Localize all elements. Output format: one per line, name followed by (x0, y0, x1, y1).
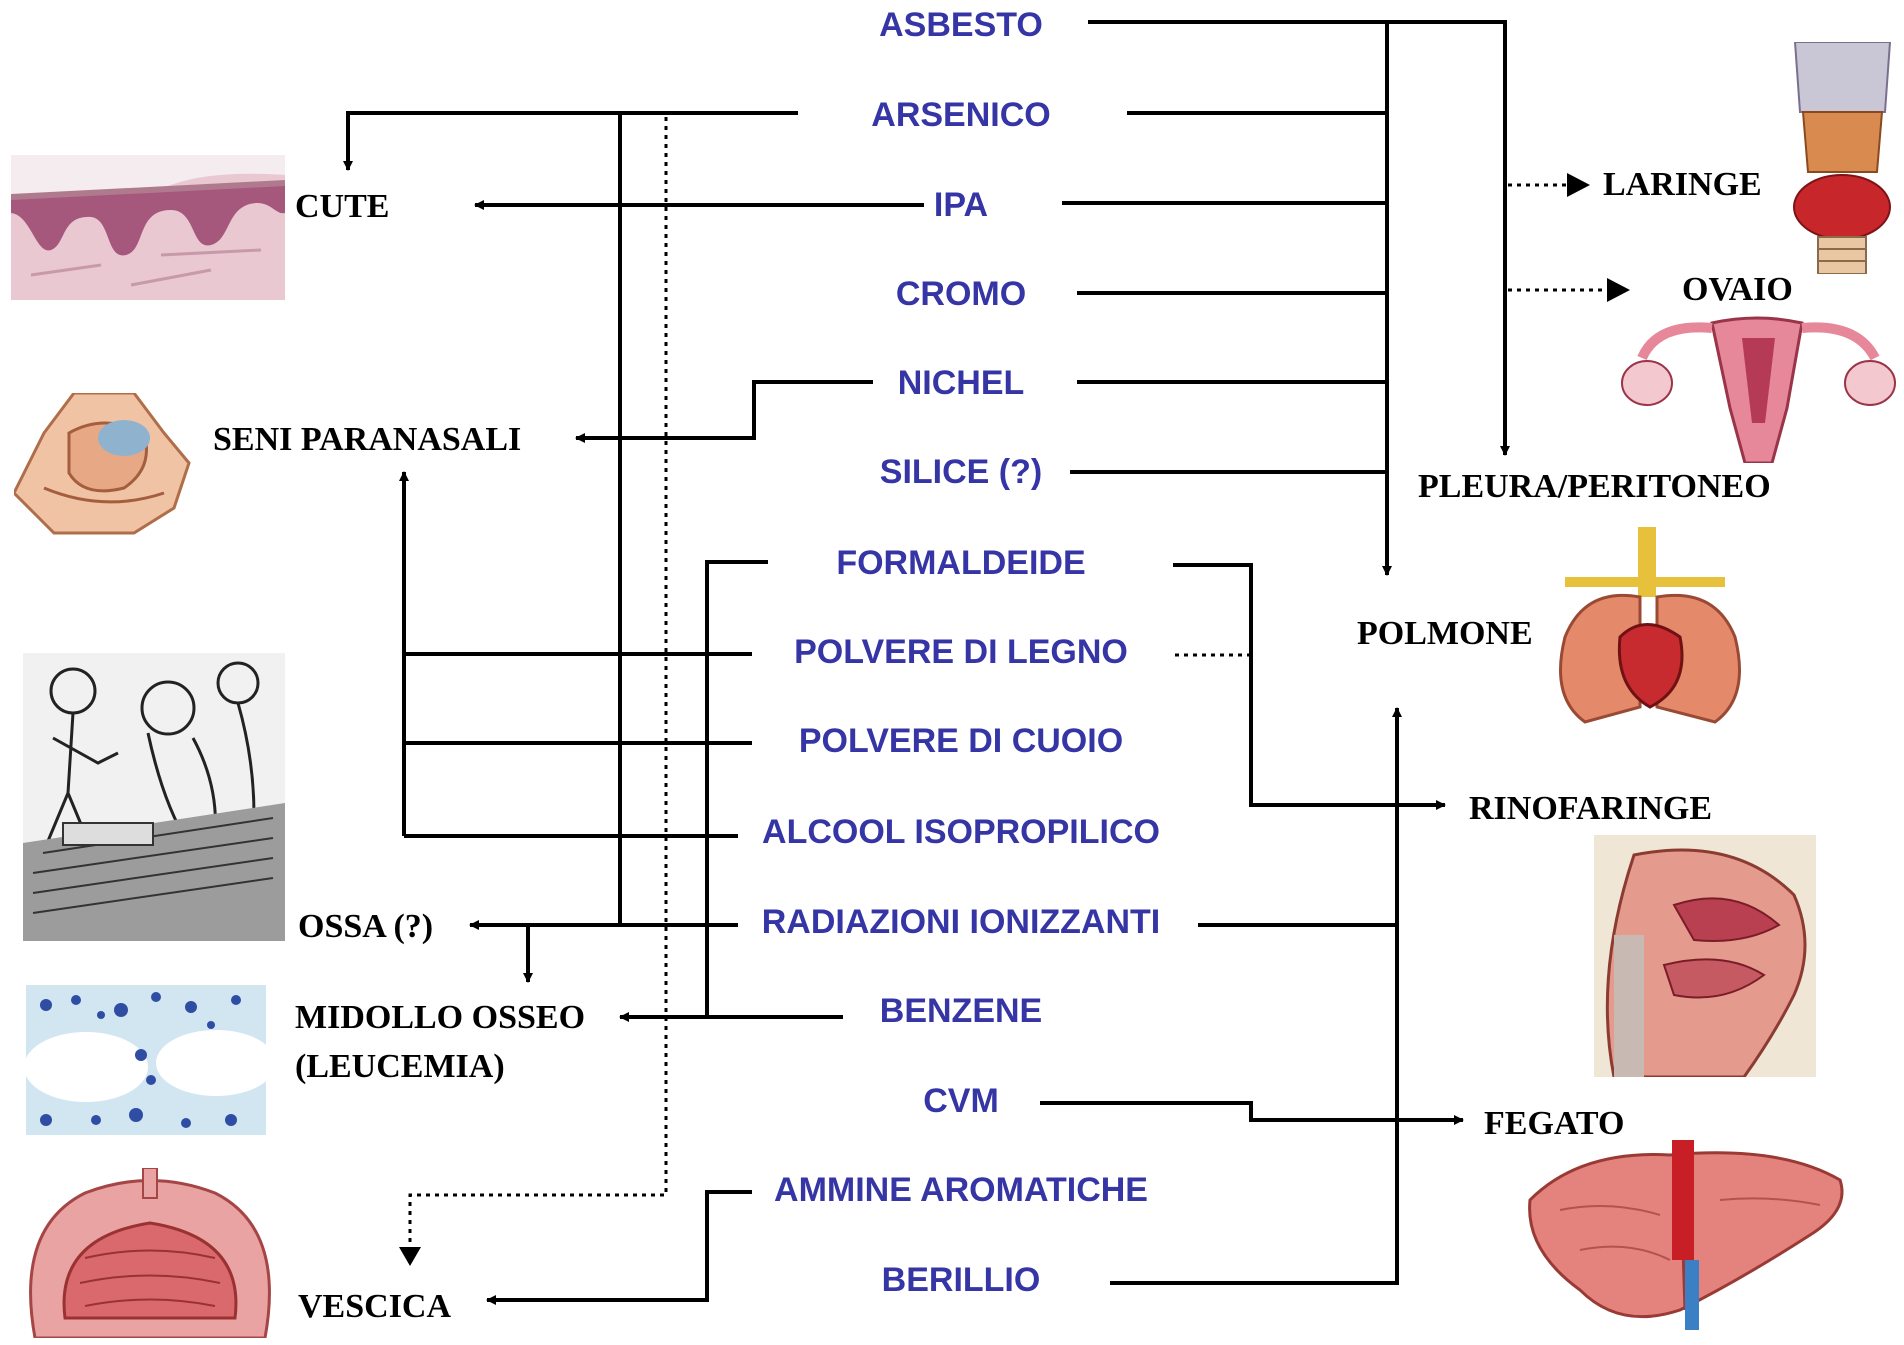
agent-radiazioni-ionizzanti: RADIAZIONI IONIZZANTI (762, 905, 1161, 939)
agent-arsenico: ARSENICO (871, 98, 1050, 132)
engraving-image (23, 653, 285, 941)
organ-midollo-line1: MIDOLLO OSSEO (295, 993, 585, 1042)
organ-laringe: LARINGE (1603, 168, 1762, 202)
organ-polmone: POLMONE (1357, 617, 1533, 651)
asbesto-to-pleura (1088, 22, 1505, 455)
formaldeide-to-rinofaringe (1173, 565, 1445, 805)
organ-fegato: FEGATO (1484, 1107, 1624, 1141)
liver-image (1520, 1140, 1850, 1340)
agent-cvm: CVM (923, 1084, 999, 1118)
organ-ossa: OSSA (?) (298, 910, 433, 944)
organ-cute: CUTE (295, 190, 389, 224)
agent-cromo: CROMO (896, 277, 1026, 311)
formaldeide-benzene-trunk (707, 562, 768, 1017)
nose-sinus-image (14, 393, 194, 538)
agent-silice: SILICE (?) (880, 455, 1042, 489)
organ-midollo-line2: (LEUCEMIA) (295, 1042, 585, 1091)
agent-asbesto: ASBESTO (879, 8, 1043, 42)
organ-seni-paranasali: SENI PARANASALI (213, 423, 521, 457)
agent-polvere-cuoio: POLVERE DI CUOIO (799, 724, 1123, 758)
agent-nichel: NICHEL (898, 366, 1025, 400)
organ-pleura-peritoneo: PLEURA/PERITONEO (1418, 470, 1771, 504)
agent-ammine-aromatiche: AMMINE AROMATICHE (774, 1173, 1148, 1207)
bladder-image (15, 1168, 285, 1338)
agent-polvere-legno: POLVERE DI LEGNO (794, 635, 1128, 669)
organ-rinofaringe: RINOFARINGE (1469, 792, 1712, 826)
larynx-image (1785, 42, 1900, 274)
agent-alcool-isopropilico: ALCOOL ISOPROPILICO (762, 815, 1160, 849)
organ-vescica: VESCICA (298, 1290, 451, 1324)
laringe-dotted-arrowhead (1567, 173, 1590, 197)
ovary-uterus-image (1617, 313, 1900, 463)
ovaio-dotted-arrowhead (1607, 278, 1630, 302)
agent-benzene: BENZENE (880, 994, 1042, 1028)
nasopharynx-image (1594, 835, 1816, 1077)
lung-heart-image (1545, 527, 1755, 725)
arsenico-to-cute (348, 113, 798, 170)
agent-berillio: BERILLIO (882, 1263, 1041, 1297)
vescica-dotted-arrowhead (399, 1247, 421, 1266)
agent-ipa: IPA (934, 188, 988, 222)
cvm-to-fegato (1040, 1103, 1463, 1120)
ammine-to-vescica (487, 1192, 752, 1300)
organ-midollo-osseo: MIDOLLO OSSEO (LEUCEMIA) (295, 993, 585, 1092)
bone-marrow-image (26, 985, 266, 1135)
skin-tissue-image (11, 155, 285, 300)
agent-formaldeide: FORMALDEIDE (836, 546, 1085, 580)
organ-ovaio: OVAIO (1682, 273, 1793, 307)
